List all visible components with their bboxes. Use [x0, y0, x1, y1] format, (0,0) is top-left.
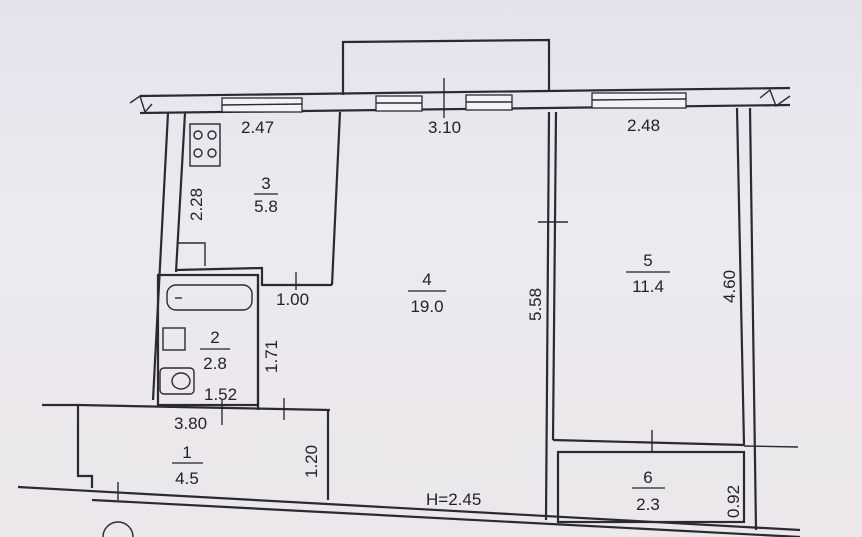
- washbasin-icon: [162, 327, 186, 351]
- axis-marker: [102, 521, 134, 537]
- wall-living-bedroom-2: [551, 111, 558, 441]
- wall-kitchen-right: [330, 111, 342, 286]
- break-mark-right: [759, 88, 791, 108]
- room-2-number: 2: [210, 328, 219, 347]
- exterior-wall-bottom: [17, 485, 801, 532]
- room-1-number: 1: [182, 443, 191, 462]
- dim-kitchen-depth: 2.28: [187, 188, 206, 221]
- wall-living-bedroom: [544, 111, 551, 521]
- dim-bath-depth: 1.71: [262, 340, 281, 373]
- wall-extension: [743, 445, 799, 448]
- room-6-area: 2.3: [636, 495, 660, 514]
- dim-bedroom-width: 2.48: [627, 116, 660, 135]
- wall-kitchen-bottom: [175, 266, 332, 287]
- room-2-area: 2.8: [203, 354, 227, 373]
- wall-hall-top: [77, 403, 331, 412]
- wall-left-outer: [151, 112, 170, 401]
- room-3-number: 3: [261, 174, 270, 193]
- wall-balcony: [556, 450, 746, 524]
- dim-hall-width: 3.80: [174, 414, 207, 433]
- stove-icon: [189, 123, 221, 167]
- window-bedroom: [591, 92, 687, 109]
- wall-bedroom-right: [735, 107, 746, 446]
- wall-bedroom-bottom: [552, 438, 745, 447]
- dim-hall-depth: 1.20: [302, 445, 321, 478]
- room-6-number: 6: [643, 468, 652, 487]
- room-4-number: 4: [422, 270, 431, 289]
- toilet-icon: [159, 367, 195, 395]
- wall-hall-left: [42, 403, 94, 488]
- wall-left-inner: [174, 112, 187, 273]
- balcony-projection: [341, 38, 551, 95]
- dim-bath-width: 1.52: [204, 385, 237, 404]
- room-3-area: 5.8: [254, 197, 278, 216]
- dim-living-depth: 5.58: [526, 288, 545, 321]
- dim-living-width: 3.10: [428, 118, 461, 137]
- room-4-area: 19.0: [410, 297, 443, 316]
- ceiling-height: H=2.45: [426, 490, 481, 509]
- room-5-area: 11.4: [632, 277, 664, 296]
- room-5-number: 5: [643, 251, 652, 270]
- sink-icon: [178, 242, 206, 266]
- room-1-area: 4.5: [175, 469, 199, 488]
- wall-right-outer: [748, 107, 758, 531]
- exterior-wall-bottom-inner: [91, 498, 801, 537]
- bathtub-icon: [166, 284, 253, 311]
- dim-bedroom-depth: 4.60: [720, 270, 739, 303]
- dim-corridor-width: 1.00: [276, 290, 309, 309]
- dim-kitchen-width: 2.47: [241, 118, 274, 137]
- dim-balcony-depth: 0.92: [724, 485, 743, 518]
- exterior-wall-top: [139, 86, 791, 98]
- break-mark-left: [129, 94, 153, 114]
